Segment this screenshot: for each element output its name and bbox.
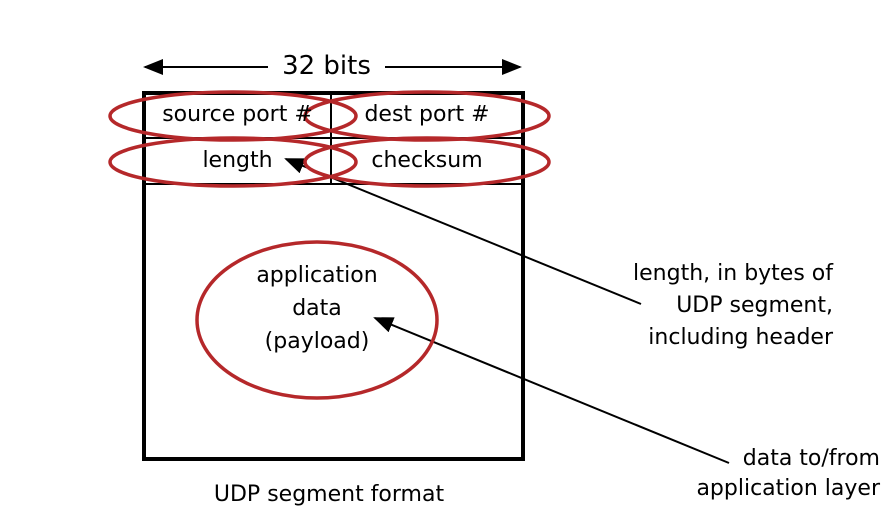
data-pointer-arrow bbox=[373, 317, 730, 464]
source-port-field: source port # bbox=[162, 102, 313, 127]
payload-line-1: application bbox=[256, 263, 378, 288]
diagram-caption: UDP segment format bbox=[213, 482, 445, 507]
payload-highlight bbox=[195, 240, 439, 400]
length-field: length bbox=[202, 148, 273, 173]
data-note-line-1: data to/from bbox=[742, 446, 880, 471]
width-label: 32 bits bbox=[282, 51, 371, 81]
data-note-line-2: application layer bbox=[696, 476, 880, 501]
length-pointer-arrow bbox=[284, 158, 642, 305]
segment-box bbox=[142, 91, 525, 461]
source-port-highlight bbox=[108, 90, 358, 142]
dest-port-field: dest port # bbox=[364, 102, 490, 127]
dest-port-highlight bbox=[303, 90, 551, 142]
length-highlight bbox=[108, 136, 358, 188]
payload-line-2: data bbox=[292, 296, 342, 321]
checksum-field: checksum bbox=[371, 148, 483, 173]
length-note-line-3: including header bbox=[648, 325, 833, 350]
length-note-line-2: UDP segment, bbox=[676, 293, 833, 318]
payload-line-3: (payload) bbox=[264, 329, 370, 354]
checksum-highlight bbox=[303, 136, 551, 188]
length-note-line-1: length, in bytes of bbox=[633, 261, 833, 286]
